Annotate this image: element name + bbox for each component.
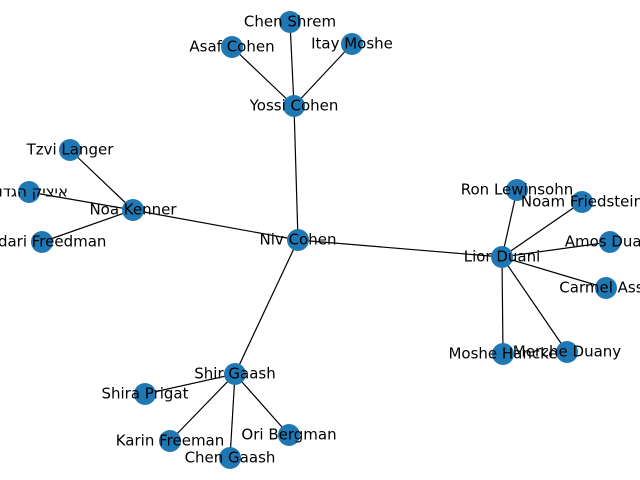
edge-yossi-asaf (231, 46, 295, 107)
node-layer (18, 11, 621, 469)
edge-shir-ori (234, 373, 290, 436)
node-label-noam: Noam Friedstein (521, 193, 640, 211)
edge-noa-tzvi (69, 149, 134, 211)
node-label-merche: Merche Duany (513, 343, 622, 361)
node-label-asaf: Asaf Cohen (189, 38, 274, 56)
node-label-shira: Shira Prigat (101, 385, 188, 403)
node-karin (159, 430, 181, 452)
node-itay (341, 33, 363, 55)
node-label-nadari: Nadari Freedman (0, 233, 106, 251)
node-label-lior: Lior Duani (464, 248, 541, 266)
node-niv (287, 229, 309, 251)
node-label-karin: Karin Freeman (116, 432, 225, 450)
node-label-niv: Niv Cohen (260, 231, 337, 249)
node-hebrew (18, 181, 40, 203)
edge-lior-ron (501, 189, 518, 258)
edge-lior-merche (501, 256, 568, 353)
edge-lior-noam (501, 201, 583, 258)
edge-layer (28, 21, 611, 459)
node-merche (556, 341, 578, 363)
edge-yossi-itay (293, 43, 353, 107)
node-asaf (221, 36, 243, 58)
node-shira (134, 383, 156, 405)
edge-shir-shira (144, 373, 236, 395)
node-label-ori: Ori Bergman (241, 426, 336, 444)
node-nadari (31, 231, 53, 253)
edge-niv-noa (132, 209, 299, 241)
edge-shir-karin (169, 373, 236, 442)
node-label-chen_gaash: Chen Gaash (185, 449, 276, 467)
edge-yossi-chen_shrem (289, 21, 295, 107)
node-carmel (595, 277, 617, 299)
node-noam (571, 191, 593, 213)
node-label-tzvi: Tzvi Langer (26, 141, 115, 159)
edge-niv-lior (297, 239, 503, 258)
node-label-itay: Itay Moshe (311, 35, 393, 53)
node-label-ron: Ron Lewinsohn (461, 181, 573, 199)
node-shir (224, 363, 246, 385)
node-label-shir: Shir Gaash (194, 365, 275, 383)
node-label-carmel: Carmel Assa (559, 279, 640, 297)
node-label-moshe: Moshe Hancke (448, 345, 557, 363)
node-label-chen_shrem: Chen Shrem (244, 13, 336, 31)
node-chen_gaash (219, 447, 241, 469)
edge-lior-amos (501, 241, 611, 258)
node-noa (122, 199, 144, 221)
node-chen_shrem (279, 11, 301, 33)
node-lior (491, 246, 513, 268)
edge-noa-hebrew (28, 191, 134, 211)
edge-shir-chen_gaash (229, 373, 236, 459)
node-yossi (283, 95, 305, 117)
edge-niv-yossi (293, 105, 299, 241)
node-label-yossi: Yossi Cohen (249, 97, 339, 115)
node-tzvi (59, 139, 81, 161)
node-moshe (492, 343, 514, 365)
edge-lior-moshe (501, 256, 504, 355)
edge-noa-nadari (41, 209, 134, 243)
node-ron (506, 179, 528, 201)
node-label-noa: Noa Kenner (89, 201, 177, 219)
node-label-hebrew: איציק הגדול (0, 183, 68, 201)
node-ori (278, 424, 300, 446)
node-label-amos: Amos Duani (565, 233, 640, 251)
edge-lior-carmel (501, 256, 607, 289)
edge-niv-shir (234, 239, 299, 375)
node-amos (599, 231, 621, 253)
